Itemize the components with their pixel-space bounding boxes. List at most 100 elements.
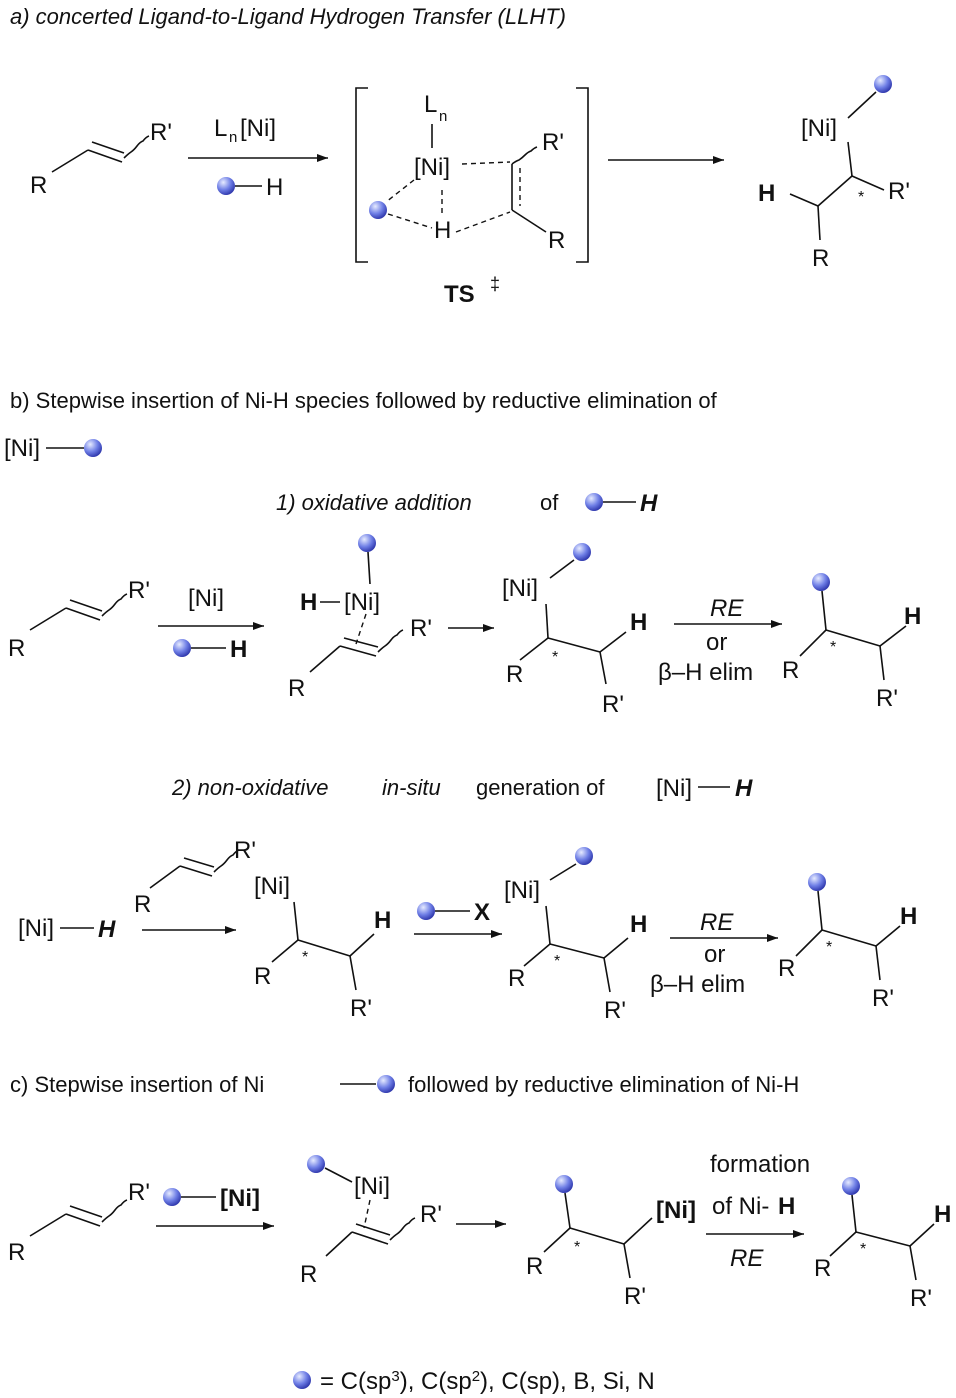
r-prime-label: R' bbox=[910, 1285, 932, 1312]
h-label: H bbox=[300, 589, 317, 616]
r-prime-label: R' bbox=[150, 119, 172, 146]
arrow-b2c: RE or β–H elim bbox=[650, 909, 778, 998]
b2-title-italic-insitu: in-situ bbox=[382, 775, 441, 800]
transition-state: L n [Ni] H R' R TS ‡ bbox=[355, 87, 589, 308]
ligand-label: L bbox=[214, 115, 227, 142]
arrow-c3: formation of Ni- H RE bbox=[706, 1151, 810, 1272]
section-b-title: b) Stepwise insertion of Ni-H species fo… bbox=[10, 388, 718, 413]
r-label: R bbox=[30, 172, 47, 199]
arrow-b1c: RE or β–H elim bbox=[658, 595, 782, 686]
r-label: R bbox=[134, 891, 151, 918]
r-label: R bbox=[254, 963, 271, 990]
or-label: or bbox=[706, 629, 727, 656]
alkyl-ni-intermediate-c: * R [Ni] R' bbox=[526, 1175, 696, 1310]
ni-label: [Ni] bbox=[414, 154, 450, 181]
ni-label: [Ni] bbox=[656, 775, 692, 802]
b2-title-rest: generation of bbox=[476, 775, 605, 800]
alkene-b2: R R' bbox=[134, 837, 256, 918]
double-dagger: ‡ bbox=[490, 274, 500, 294]
sphere-icon bbox=[293, 1371, 311, 1389]
alkyl-ni-intermediate-b2a: [Ni] * R H R' bbox=[254, 873, 391, 1022]
sphere-icon bbox=[307, 1155, 325, 1173]
section-c-title-end: followed by reductive elimination of Ni-… bbox=[408, 1072, 799, 1097]
ni-label: [Ni] bbox=[354, 1173, 390, 1200]
r-label: R bbox=[506, 661, 523, 688]
legend-text: = C(sp3), C(sp2), C(sp), B, Si, N bbox=[320, 1368, 655, 1395]
sphere-icon bbox=[84, 439, 102, 457]
ni-label: [Ni] bbox=[4, 435, 40, 462]
r-prime-label: R' bbox=[888, 178, 910, 205]
section-c-title: c) Stepwise insertion of Ni bbox=[10, 1072, 264, 1097]
ni-label: [Ni] bbox=[254, 873, 290, 900]
sphere-icon bbox=[369, 201, 387, 219]
ni-label: [Ni] bbox=[504, 877, 540, 904]
or-label: or bbox=[704, 941, 725, 968]
stereocenter-star: * bbox=[860, 1241, 866, 1258]
stereocenter-star: * bbox=[858, 189, 864, 206]
r-prime-label: R' bbox=[420, 1201, 442, 1228]
section-a-title: a) concerted Ligand-to-Ligand Hydrogen T… bbox=[10, 4, 566, 29]
re-label: RE bbox=[710, 595, 744, 622]
h-label: H bbox=[98, 916, 116, 943]
x-label: X bbox=[474, 899, 490, 926]
h-label: H bbox=[778, 1193, 795, 1220]
formation-label: formation bbox=[710, 1151, 810, 1178]
sphere-icon bbox=[812, 573, 830, 591]
h-label: H bbox=[735, 775, 753, 802]
h-label: H bbox=[230, 636, 247, 663]
ni-label: [Ni] bbox=[18, 915, 54, 942]
ligand-subscript: n bbox=[439, 108, 447, 125]
sphere-icon bbox=[585, 493, 603, 511]
h-label: H bbox=[374, 907, 391, 934]
r-label: R bbox=[782, 657, 799, 684]
sphere-icon bbox=[842, 1177, 860, 1195]
ni-h-alkene-complex: H [Ni] R' R bbox=[288, 534, 432, 702]
alkene-b1: R R' bbox=[8, 577, 150, 662]
product-b1: * R H R' bbox=[782, 573, 921, 712]
h-label: H bbox=[434, 217, 451, 244]
h-label: H bbox=[266, 174, 283, 201]
re-label: RE bbox=[730, 1245, 764, 1272]
sphere-icon bbox=[808, 873, 826, 891]
sphere-icon bbox=[555, 1175, 573, 1193]
r-label: R bbox=[300, 1261, 317, 1288]
r-prime-label: R' bbox=[602, 691, 624, 718]
stereocenter-star: * bbox=[554, 953, 560, 970]
r-prime-label: R' bbox=[876, 685, 898, 712]
ni-label: [Ni] bbox=[240, 115, 276, 142]
sphere-icon bbox=[874, 75, 892, 93]
sphere-icon bbox=[573, 543, 591, 561]
arrow-c1: [Ni] bbox=[156, 1185, 274, 1230]
alkene-a: R R' bbox=[30, 119, 172, 199]
r-prime-label: R' bbox=[624, 1283, 646, 1310]
ni-alkene-complex-c: [Ni] R' R bbox=[300, 1155, 442, 1288]
sphere-icon bbox=[217, 177, 235, 195]
arrow-b1a: [Ni] H bbox=[158, 585, 264, 663]
of-ni-label: of Ni- bbox=[712, 1193, 769, 1220]
stereocenter-star: * bbox=[552, 649, 558, 666]
r-label: R bbox=[778, 955, 795, 982]
ts-label: TS bbox=[444, 281, 475, 308]
h-label: H bbox=[904, 603, 921, 630]
r-label: R bbox=[548, 227, 565, 254]
re-label: RE bbox=[700, 909, 734, 936]
legend: = C(sp3), C(sp2), C(sp), B, Si, N bbox=[293, 1368, 655, 1395]
stereocenter-star: * bbox=[302, 949, 308, 966]
b2-title-italic: 2) non-oxidative bbox=[171, 775, 329, 800]
product-b2: * R H R' bbox=[778, 873, 917, 1012]
sphere-icon bbox=[173, 639, 191, 657]
arrow-b2b: X bbox=[414, 899, 502, 938]
sphere-icon bbox=[358, 534, 376, 552]
h-label: H bbox=[934, 1201, 951, 1228]
alkene-c: R R' bbox=[8, 1179, 150, 1266]
arrow-a1: L n [Ni] H bbox=[188, 115, 328, 201]
beta-h-elim-label: β–H elim bbox=[650, 971, 745, 998]
r-prime-label: R' bbox=[542, 129, 564, 156]
product-c: * R H R' bbox=[814, 1177, 951, 1312]
ligand-label: L bbox=[424, 91, 437, 118]
r-prime-label: R' bbox=[604, 997, 626, 1024]
r-label: R bbox=[526, 1253, 543, 1280]
sphere-icon bbox=[163, 1188, 181, 1206]
ni-label: [Ni] bbox=[188, 585, 224, 612]
